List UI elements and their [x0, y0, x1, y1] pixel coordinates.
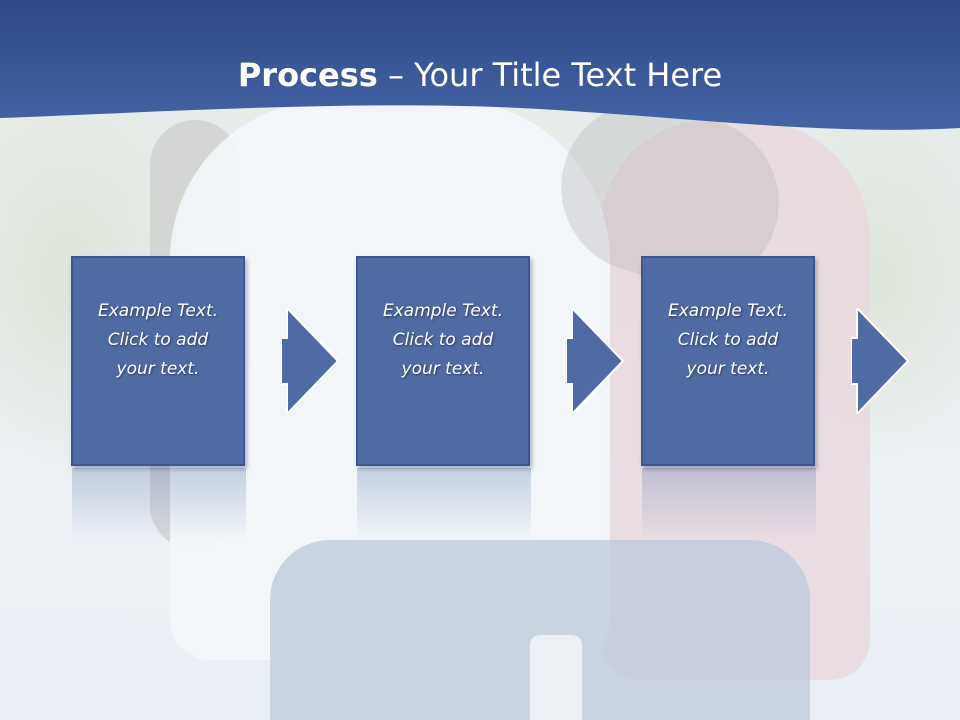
step-line: your text. — [686, 358, 770, 379]
step-line: your text. — [116, 358, 200, 379]
step-text[interactable]: Example Text. Click to add your text. — [73, 297, 243, 384]
right-arrow-icon — [851, 308, 909, 414]
title-rest-part: – Your Title Text Here — [377, 56, 723, 94]
step-text[interactable]: Example Text. Click to add your text. — [358, 297, 528, 384]
slide-title[interactable]: Process – Your Title Text Here — [0, 56, 960, 94]
process-step-1[interactable]: Example Text. Click to add your text. — [71, 256, 245, 466]
title-bold-part: Process — [237, 56, 378, 94]
right-arrow-icon — [566, 308, 624, 414]
title-band — [0, 0, 960, 130]
box-reflection — [642, 468, 816, 540]
step-line: your text. — [401, 358, 485, 379]
step-line: Example Text. — [667, 300, 789, 321]
step-line: Click to add — [677, 329, 779, 350]
box-reflection — [72, 468, 246, 540]
process-step-2[interactable]: Example Text. Click to add your text. — [356, 256, 530, 466]
process-step-3[interactable]: Example Text. Click to add your text. — [641, 256, 815, 466]
step-line: Click to add — [107, 329, 209, 350]
step-line: Example Text. — [382, 300, 504, 321]
step-text[interactable]: Example Text. Click to add your text. — [643, 297, 813, 384]
step-line: Click to add — [392, 329, 494, 350]
step-line: Example Text. — [97, 300, 219, 321]
right-arrow-icon — [281, 308, 339, 414]
box-reflection — [357, 468, 531, 540]
